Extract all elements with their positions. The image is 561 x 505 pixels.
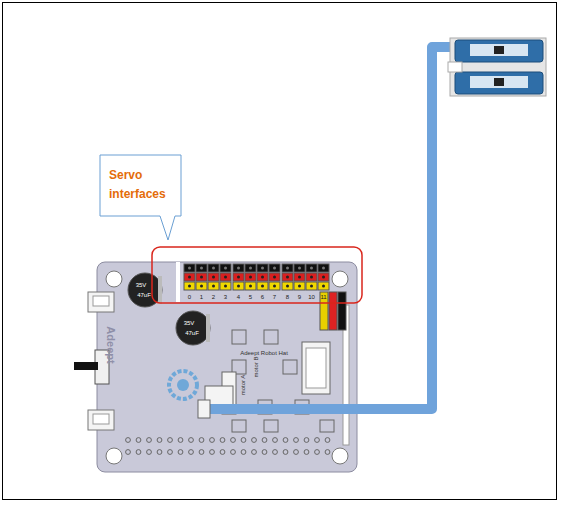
pin-number: 10: [308, 294, 315, 300]
pin-number: 2: [212, 294, 215, 300]
board-name: Adeept Robot Hat: [240, 350, 288, 356]
pin-number: 4: [237, 294, 240, 300]
callout-text: Servo interfaces: [109, 166, 174, 204]
motor-label: motor A: [240, 375, 246, 396]
pin-number: 0: [188, 294, 191, 300]
pin-number: 9: [298, 294, 301, 300]
board-brand: Adeept: [105, 326, 116, 363]
capacitor-text: 35V: [184, 320, 195, 326]
pin-number: 5: [249, 294, 252, 300]
pin-number: 7: [273, 294, 276, 300]
callout-box: Servo interfaces: [101, 156, 180, 215]
capacitor-text: 47uF: [137, 292, 151, 298]
capacitor-text: 47uF: [185, 330, 199, 336]
pin-number: 8: [286, 294, 289, 300]
servo-header: [184, 264, 329, 290]
gpio-header: [126, 438, 330, 455]
capacitor-text: 35V: [136, 282, 147, 288]
pin-number: 11: [320, 294, 326, 300]
pin-number: 1: [200, 294, 203, 300]
pin-number: 3: [224, 294, 227, 300]
pin-number: 6: [261, 294, 264, 300]
motor-label: motor B: [253, 356, 259, 377]
